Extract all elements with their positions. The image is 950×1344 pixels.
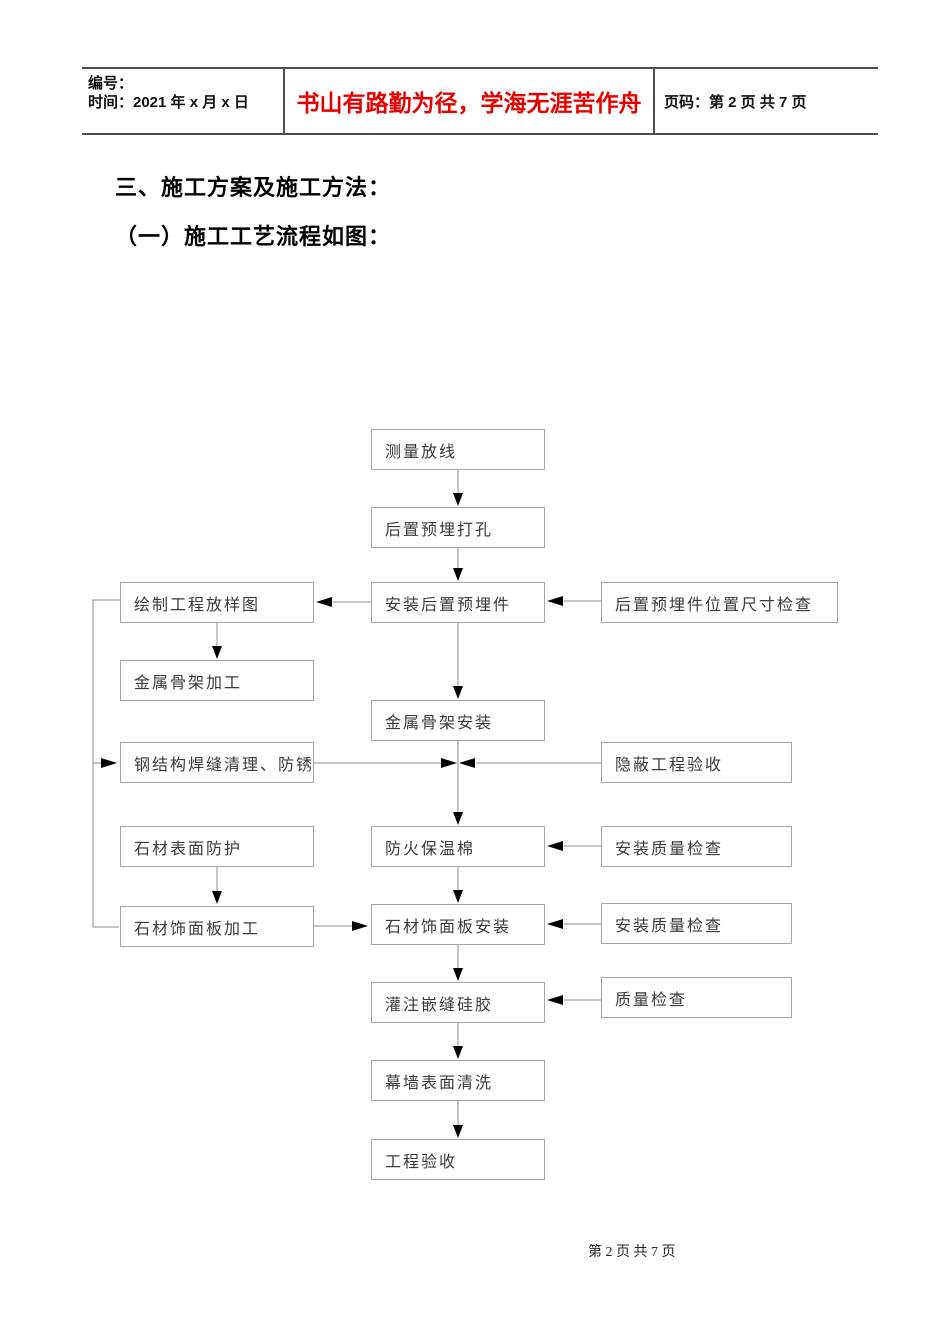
flow-node-measure: 测量放线 — [371, 429, 545, 470]
flow-node-clean: 幕墙表面清洗 — [371, 1060, 545, 1101]
flow-node-weld-clean: 钢结构焊缝清理、防锈 — [120, 742, 314, 783]
footer-page-number: 第 2 页 共 7 页 — [588, 1245, 676, 1260]
flow-node-embed-check: 后置预埋件位置尺寸检查 — [601, 582, 838, 623]
flow-node-hidden-accept: 隐蔽工程验收 — [601, 742, 792, 783]
header-number-label: 编号： — [88, 75, 134, 92]
flow-node-frame-fab: 金属骨架加工 — [120, 660, 314, 701]
flow-node-insulation: 防火保温棉 — [371, 826, 545, 867]
flow-node-drill: 后置预埋打孔 — [371, 507, 545, 548]
header-cell-meta: 编号： 时间：2021 年 x 月 x 日 — [82, 69, 283, 133]
flow-node-sealant: 灌注嵌缝硅胶 — [371, 982, 545, 1023]
flow-node-acceptance: 工程验收 — [371, 1139, 545, 1180]
flow-node-quality-check1: 安装质量检查 — [601, 826, 792, 867]
flow-node-stone-install: 石材饰面板安装 — [371, 904, 545, 945]
flow-node-frame-install: 金属骨架安装 — [371, 700, 545, 741]
flow-node-install-embed: 安装后置预埋件 — [371, 582, 545, 623]
section-heading: 三、施工方案及施工方法： — [115, 175, 392, 200]
flow-node-stone-protect: 石材表面防护 — [120, 826, 314, 867]
flow-node-drawing: 绘制工程放样图 — [120, 582, 314, 623]
header-time-label: 时间：2021 年 x 月 x 日 — [88, 94, 249, 111]
subsection-heading: （一）施工工艺流程如图： — [115, 224, 392, 249]
flow-node-stone-fab: 石材饰面板加工 — [120, 906, 314, 947]
flow-node-quality-check2: 安装质量检查 — [601, 903, 792, 944]
header-page-info: 页码：第 2 页 共 7 页 — [664, 93, 807, 111]
header-cell-motto: 书山有路勤为径，学海无涯苦作舟 — [283, 69, 655, 133]
header-table: 编号： 时间：2021 年 x 月 x 日 书山有路勤为径，学海无涯苦作舟 页码… — [82, 67, 878, 135]
flow-node-quality-check3: 质量检查 — [601, 977, 792, 1018]
header-motto-text: 书山有路勤为径，学海无涯苦作舟 — [296, 91, 642, 116]
header-cell-page: 页码：第 2 页 共 7 页 — [655, 69, 876, 133]
